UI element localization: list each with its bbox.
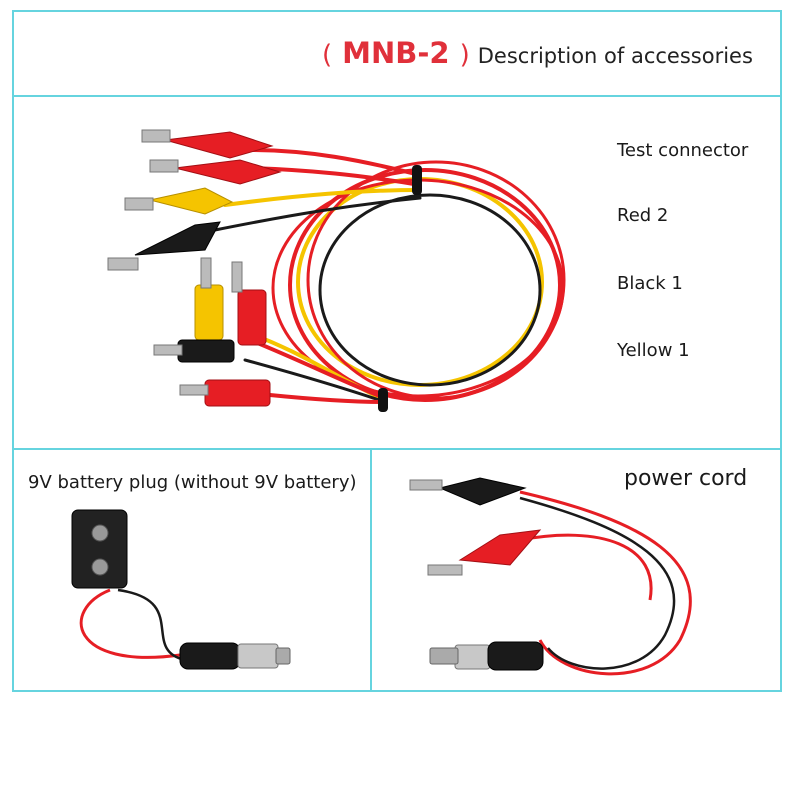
test-connector-yellow: Yellow 1 [617, 340, 690, 361]
test-connector-panel [12, 95, 782, 450]
power-cord-photo [409, 477, 692, 676]
test-connector-red: Red 2 [617, 205, 669, 226]
battery-plug-panel [12, 450, 370, 692]
power-cord-label: power cord [624, 466, 748, 491]
title-model: MNB-2 [342, 36, 450, 70]
test-connector-heading: Test connector [617, 140, 749, 161]
battery-plug-label: 9V battery plug (without 9V battery) [28, 472, 357, 493]
page-title: ( MNB-2 ) Description of accessories [322, 36, 753, 70]
title-description: Description of accessories [477, 44, 753, 68]
power-cord-panel [370, 450, 782, 692]
battery-plug-photo [71, 509, 291, 670]
title-panel [12, 10, 782, 95]
test-connector-black: Black 1 [617, 273, 683, 294]
title-open-paren: ( [322, 40, 333, 70]
title-close-paren: ) [459, 40, 470, 70]
test-leads-photo [107, 129, 566, 412]
